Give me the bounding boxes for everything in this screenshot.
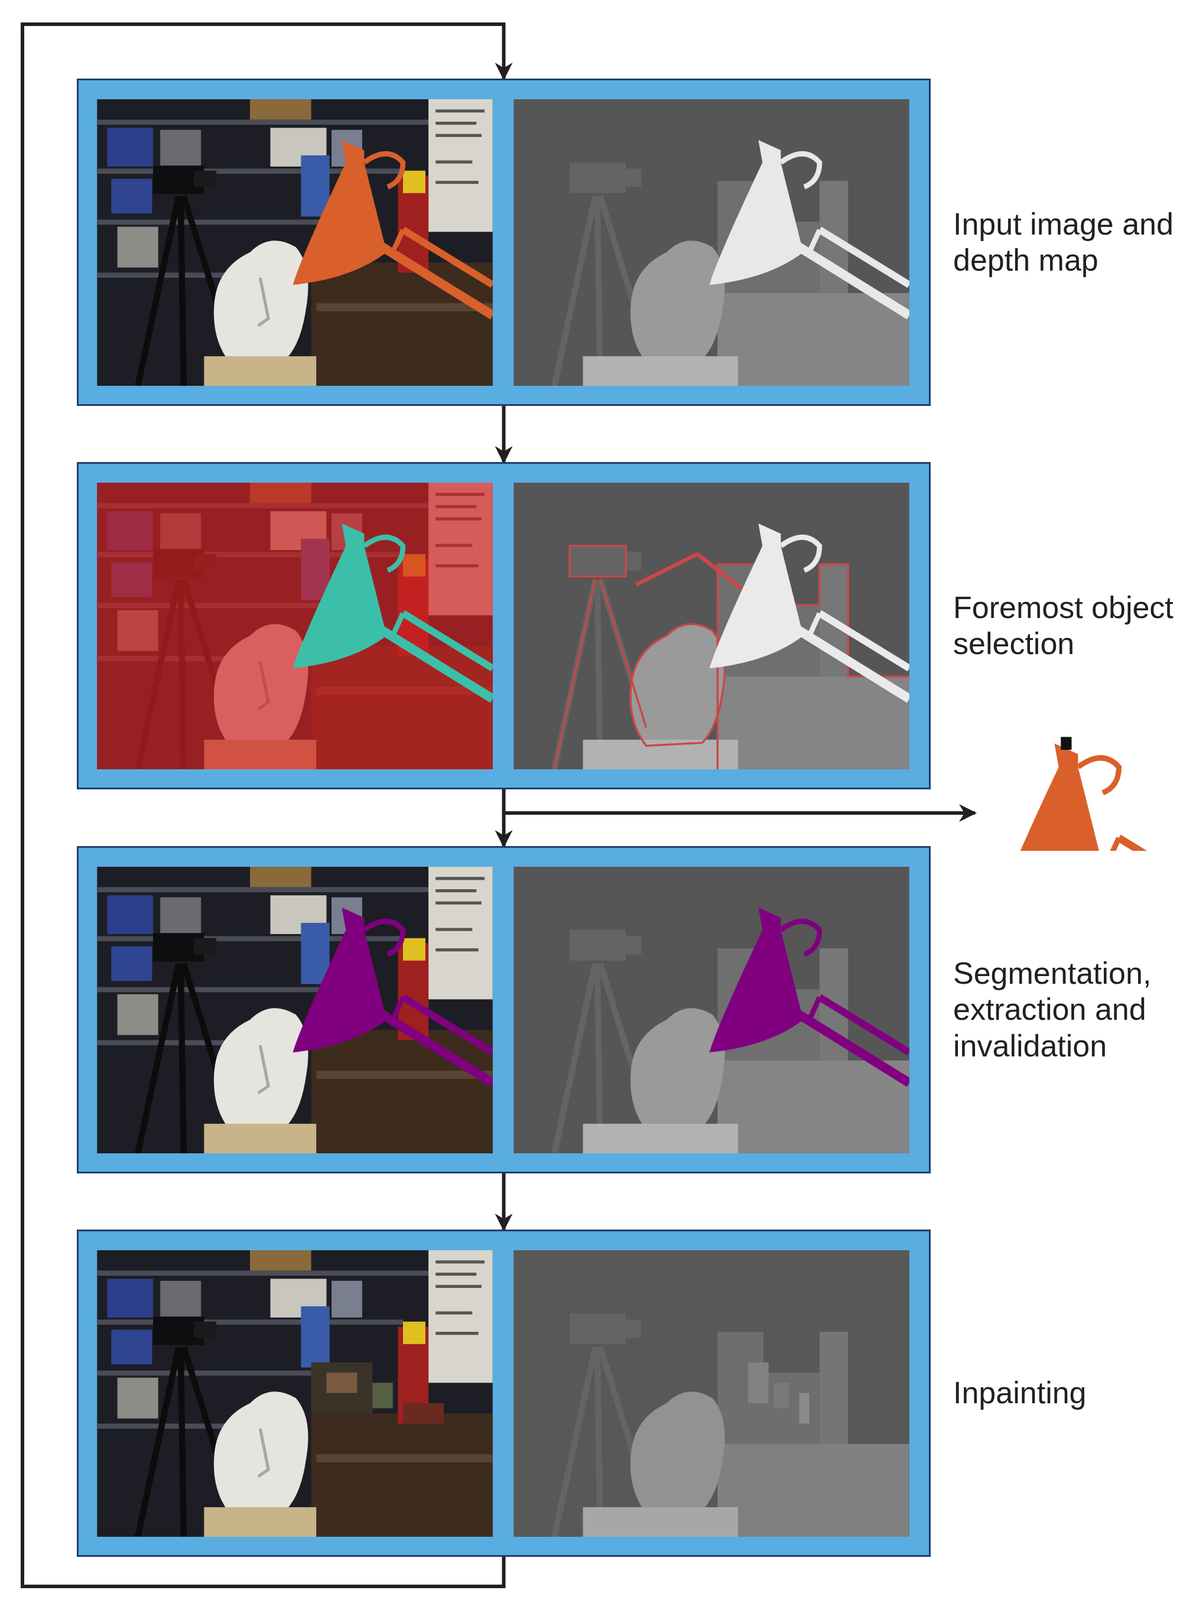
pipeline-panel: Input image and depth map (76, 78, 931, 406)
pipeline-panel: Inpainting (76, 1229, 931, 1558)
step-label: Input image and depth map (953, 206, 1178, 279)
step-label: Foremost object selection (953, 589, 1178, 663)
step-label: Inpainting (953, 1375, 1178, 1412)
flow-arrow (502, 789, 506, 847)
pipeline-panel: Segmentation, extraction and invalidatio… (76, 846, 931, 1174)
flow-arrow (502, 1173, 506, 1230)
flow-arrow (502, 405, 506, 463)
step-label: Segmentation, extraction and invalidatio… (953, 955, 1178, 1065)
pipeline-panel: Foremost object selection (76, 462, 931, 790)
flow-arrow (22, 24, 505, 1587)
